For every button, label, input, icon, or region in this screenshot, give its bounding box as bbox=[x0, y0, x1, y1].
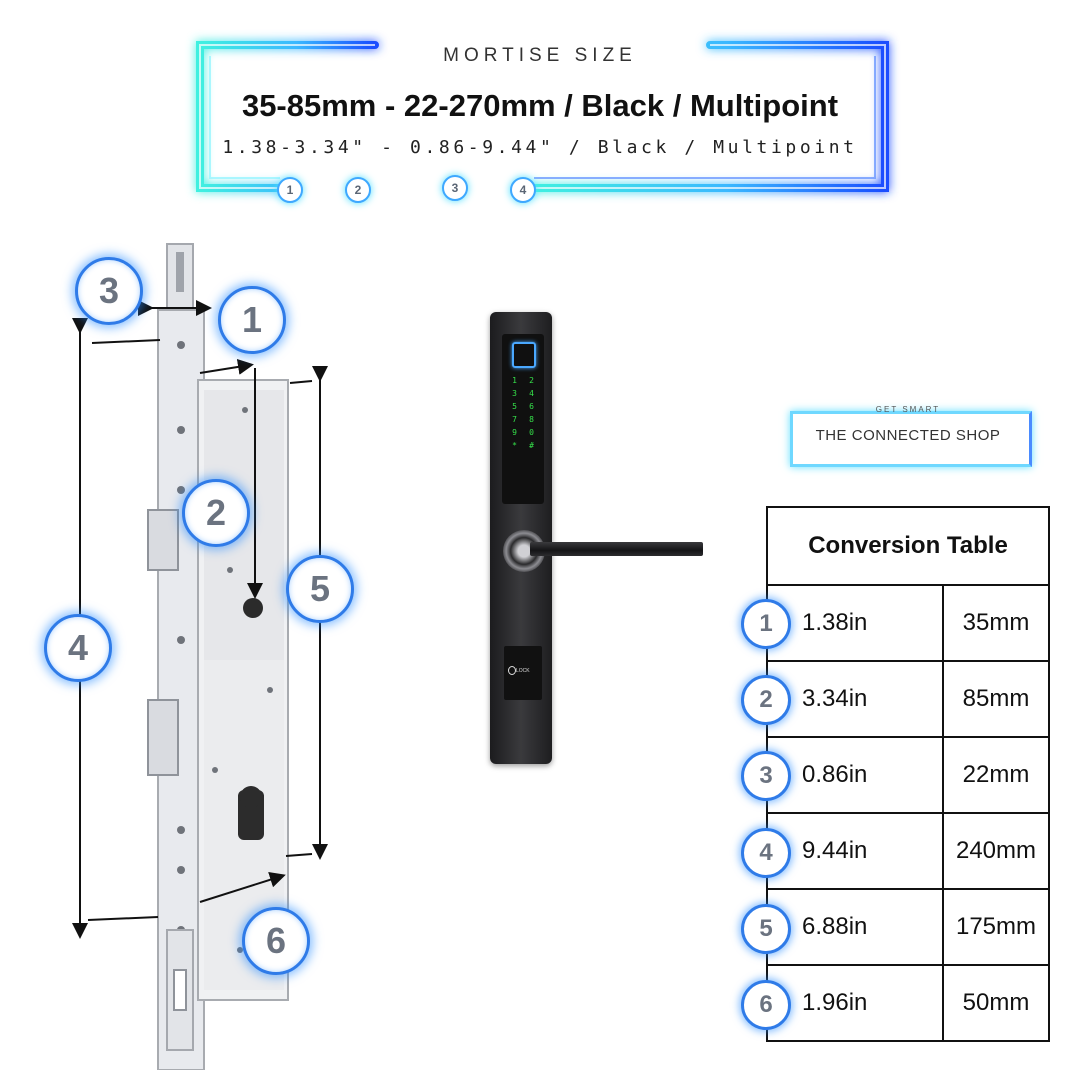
keypad-key-5[interactable]: 5 bbox=[512, 402, 517, 411]
keypad-key-6[interactable]: 6 bbox=[529, 402, 534, 411]
fingerprint-sensor-icon bbox=[512, 342, 536, 368]
keypad-key-7[interactable]: 7 bbox=[512, 415, 517, 424]
size-mm-title: 35-85mm - 22-270mm / Black / Multipoint bbox=[241, 88, 839, 123]
keypad-key-9[interactable]: 9 bbox=[512, 428, 517, 437]
inch-cell: 0.86in bbox=[766, 736, 944, 814]
lock-handle-lever[interactable] bbox=[530, 542, 703, 556]
inch-cell: 9.44in bbox=[766, 812, 944, 890]
table-header-row: Conversion Table bbox=[766, 506, 1050, 586]
inch-cell: 1.96in bbox=[766, 964, 944, 1042]
mm-cell: 35mm bbox=[942, 584, 1050, 662]
table-row: 1.38in 35mm bbox=[766, 584, 1050, 662]
inch-cell: 6.88in bbox=[766, 888, 944, 966]
table-row-badge-2: 2 bbox=[741, 675, 791, 725]
header-badge-4: 4 bbox=[510, 177, 536, 203]
header-badge-3: 3 bbox=[442, 175, 468, 201]
callout-3: 3 bbox=[75, 257, 143, 325]
mm-cell: 175mm bbox=[942, 888, 1050, 966]
keypad-key-8[interactable]: 8 bbox=[529, 415, 534, 424]
header-frame bbox=[196, 41, 889, 192]
conversion-table: Conversion Table 1.38in 35mm 3.34in 85mm… bbox=[766, 506, 1050, 1042]
table-row-badge-5: 5 bbox=[741, 904, 791, 954]
keypad-key-4[interactable]: 4 bbox=[529, 389, 534, 398]
lock-button-label: LOCK bbox=[516, 668, 530, 674]
mm-cell: 22mm bbox=[942, 736, 1050, 814]
keypad-panel bbox=[502, 334, 544, 504]
table-row-badge-3: 3 bbox=[741, 751, 791, 801]
callout-6: 6 bbox=[242, 907, 310, 975]
inch-cell: 1.38in bbox=[766, 584, 944, 662]
callout-4: 4 bbox=[44, 614, 112, 682]
lock-button[interactable]: LOCK bbox=[504, 646, 542, 700]
size-inch-subtitle: 1.38-3.34" - 0.86-9.44" / Black / Multip… bbox=[222, 137, 858, 158]
header-badge-1: 1 bbox=[277, 177, 303, 203]
header-badge-2: 2 bbox=[345, 177, 371, 203]
callout-5: 5 bbox=[286, 555, 354, 623]
smart-lock-image: 1 2 3 4 5 6 7 8 9 0 * # LOCK bbox=[490, 312, 552, 764]
keypad-grid: 1 2 3 4 5 6 7 8 9 0 * # bbox=[506, 376, 540, 450]
table-row-badge-1: 1 bbox=[741, 599, 791, 649]
mm-cell: 85mm bbox=[942, 660, 1050, 738]
logo-kicker: GET SMART bbox=[875, 405, 941, 414]
lock-icon bbox=[508, 666, 516, 675]
mm-cell: 240mm bbox=[942, 812, 1050, 890]
callout-1: 1 bbox=[218, 286, 286, 354]
keypad-key-2[interactable]: 2 bbox=[529, 376, 534, 385]
table-row: 0.86in 22mm bbox=[766, 736, 1050, 814]
keypad-key-1[interactable]: 1 bbox=[512, 376, 517, 385]
table-row: 9.44in 240mm bbox=[766, 812, 1050, 890]
keypad-key-hash[interactable]: # bbox=[529, 441, 534, 450]
keypad-key-3[interactable]: 3 bbox=[512, 389, 517, 398]
inch-cell: 3.34in bbox=[766, 660, 944, 738]
table-row: 3.34in 85mm bbox=[766, 660, 1050, 738]
logo-frame bbox=[790, 411, 1032, 467]
dimension-lines bbox=[72, 300, 328, 939]
mortise-size-label: MORTISE SIZE bbox=[443, 45, 637, 66]
callout-2: 2 bbox=[182, 479, 250, 547]
mm-cell: 50mm bbox=[942, 964, 1050, 1042]
logo-text: THE CONNECTED SHOP bbox=[815, 427, 1001, 444]
table-title: Conversion Table bbox=[766, 506, 1050, 586]
keypad-key-star[interactable]: * bbox=[512, 441, 517, 450]
table-row: 1.96in 50mm bbox=[766, 964, 1050, 1042]
table-row: 6.88in 175mm bbox=[766, 888, 1050, 966]
keypad-key-0[interactable]: 0 bbox=[529, 428, 534, 437]
table-row-badge-6: 6 bbox=[741, 980, 791, 1030]
table-row-badge-4: 4 bbox=[741, 828, 791, 878]
